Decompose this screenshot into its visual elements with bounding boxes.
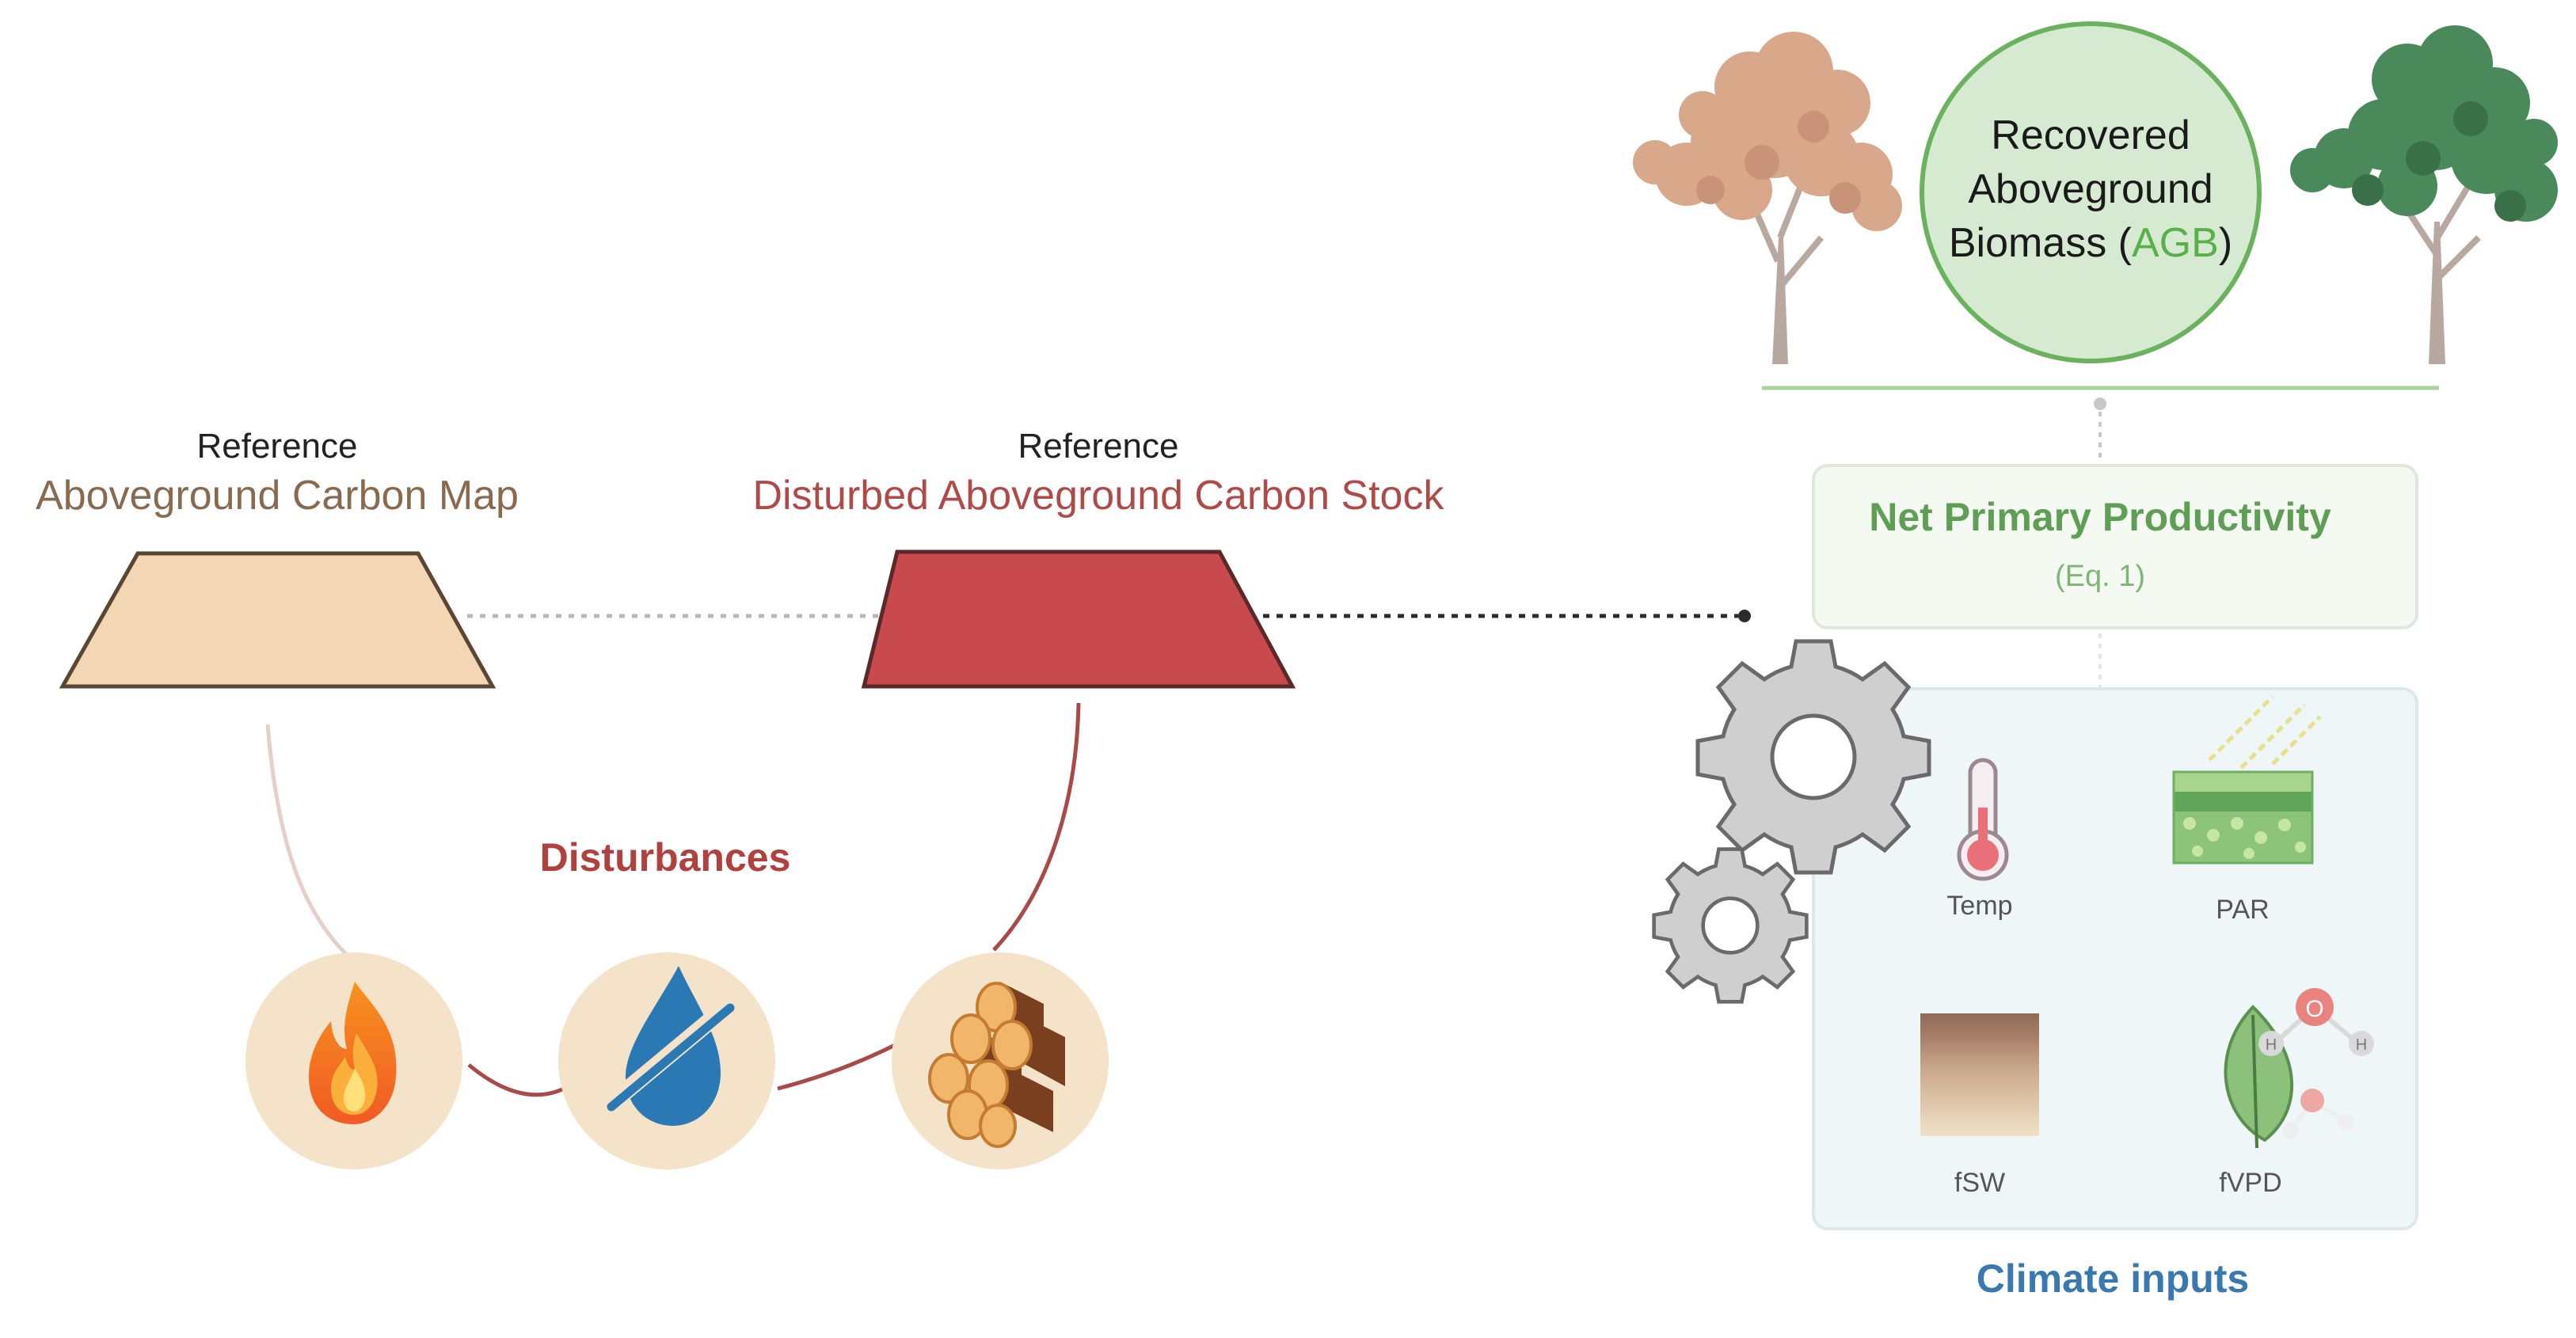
arc-bottom-left-segment [467, 1063, 565, 1097]
recovered-line1: Recovered [1991, 112, 2190, 158]
soil-layers-icon [1920, 1013, 2039, 1136]
fsw-input: fSW [1920, 1013, 2039, 1198]
arc-left-segment [265, 724, 350, 958]
temp-label: Temp [1946, 891, 2012, 921]
logging-icon [928, 982, 1065, 1148]
healthy-tree-icon [2290, 25, 2558, 364]
recovered-agb-circle [1920, 21, 2262, 363]
drought-disturbance [558, 952, 775, 1169]
climate-inputs-label: Climate inputs [1977, 1256, 2249, 1301]
molecule-h-label-right: H [2356, 1036, 2367, 1054]
par-input: PAR [2172, 695, 2322, 925]
npp-box-group: Net Primary Productivity (Eq. 1) [1812, 464, 2418, 629]
thermometer-icon [1957, 758, 2009, 881]
connector-end-dot [1738, 610, 1751, 622]
ground-connector-dot [2094, 397, 2106, 410]
par-light-icon [2172, 695, 2322, 865]
disturbed-carbon-stock-group: Reference Disturbed Aboveground Carbon S… [753, 427, 1445, 689]
arc-right-segment [992, 702, 1081, 952]
arc-bottom-right-segment [777, 1043, 896, 1091]
left-block-title: Aboveground Carbon Map [36, 473, 519, 519]
disturbed-stock-trapezoid [861, 549, 1296, 689]
water-molecule-icon: O H H [2258, 988, 2374, 1138]
recovered-line3-suffix: ) [2219, 220, 2232, 266]
drought-icon [601, 966, 737, 1126]
recovered-line3-prefix: Biomass ( [1949, 220, 2133, 266]
middle-reference-label: Reference [1018, 427, 1178, 466]
left-reference-label: Reference [196, 427, 357, 466]
dead-tree-icon [1633, 32, 1902, 364]
fire-icon [309, 982, 397, 1124]
recovered-agb-group: Recovered Aboveground Biomass (AGB) [1633, 21, 2558, 390]
fvpd-label: fVPD [2219, 1168, 2281, 1198]
fire-disturbance [245, 952, 462, 1169]
gear-small-icon [1652, 847, 1809, 1004]
recovered-line3: Biomass (AGB) [1949, 220, 2232, 266]
climate-inputs-group: Temp PAR fSW [1652, 639, 2418, 1230]
agb-highlight: AGB [2132, 220, 2219, 266]
molecule-o-label: O [2305, 996, 2323, 1022]
disturbances-label: Disturbances [540, 835, 791, 880]
reference-carbon-map-group: Reference Aboveground Carbon Map [36, 427, 519, 689]
npp-title: Net Primary Productivity [1869, 495, 2331, 539]
gear-large-icon [1695, 639, 1931, 875]
disturbance-cycle: Disturbances [245, 702, 1109, 1169]
logging-disturbance [892, 952, 1109, 1169]
npp-subtitle: (Eq. 1) [2055, 560, 2145, 593]
temp-input: Temp [1946, 758, 2013, 921]
par-label: PAR [2216, 895, 2269, 925]
molecule-h-label-left: H [2266, 1036, 2277, 1054]
fsw-label: fSW [1954, 1168, 2005, 1198]
fvpd-input: O H H fVPD [2219, 988, 2374, 1198]
middle-block-title: Disturbed Aboveground Carbon Stock [753, 473, 1445, 519]
carbon-map-trapezoid [59, 551, 497, 689]
npp-box [1812, 464, 2418, 629]
recovered-line2: Aboveground [1968, 166, 2213, 212]
